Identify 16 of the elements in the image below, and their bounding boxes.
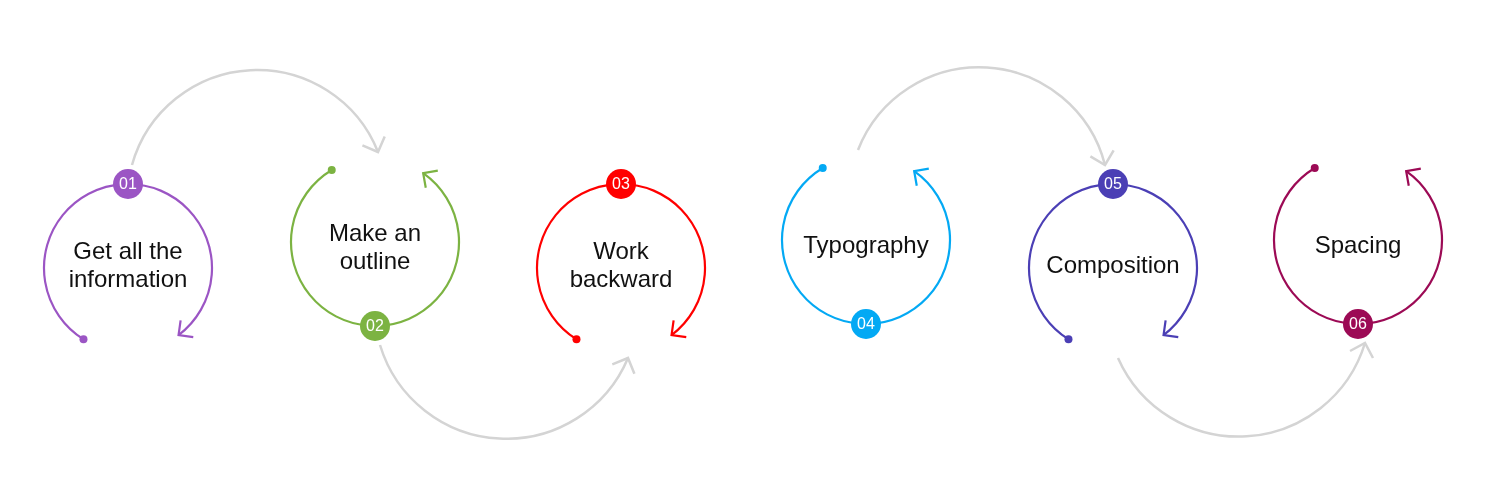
curved-arrow [1116,341,1374,438]
step-number-badge: 03 [606,169,636,199]
step-number-badge: 06 [1343,309,1373,339]
step-number-badge: 04 [851,309,881,339]
step-label: Get all the information [67,237,189,293]
step-number-badge: 01 [113,169,143,199]
step-number-badge: 05 [1098,169,1128,199]
curved-arrow [130,68,385,166]
curved-arrow [378,344,635,440]
step-label: Work backward [568,237,674,293]
step-label: Typography [803,231,929,259]
curved-arrow [856,66,1114,167]
step-label: Spacing [1314,231,1402,259]
step-label: Make an outline [327,219,423,275]
step-label: Composition [1046,251,1180,279]
step-number-badge: 02 [360,311,390,341]
